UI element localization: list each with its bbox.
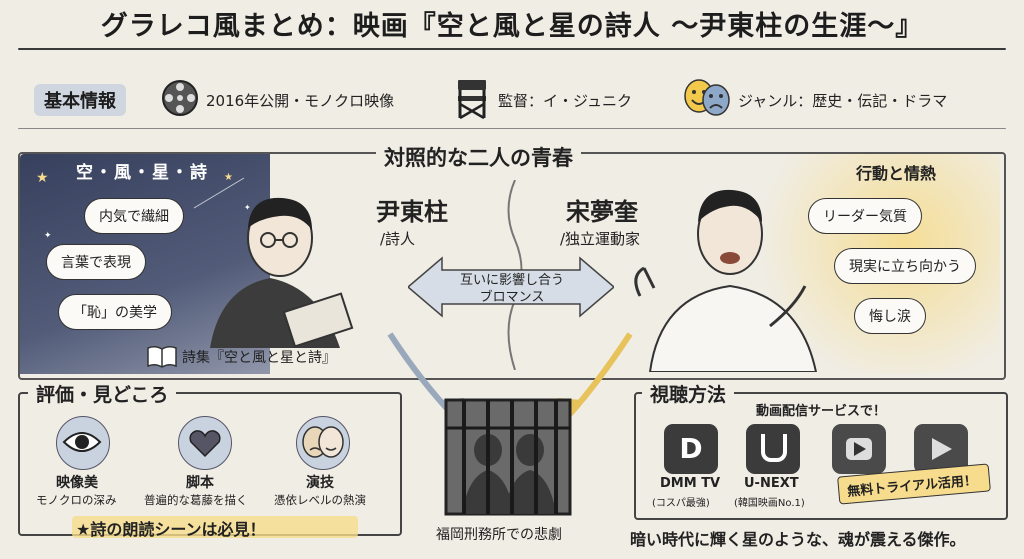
- review-item-2-desc: 普遍的な葛藤を描く: [144, 493, 248, 507]
- director-info: 監督：イ・ジュニク: [498, 92, 632, 110]
- left-bubble-1: 内気で繊細: [84, 198, 184, 234]
- heart-icon: [189, 430, 221, 458]
- review-item-2-title: 脚本: [186, 475, 214, 491]
- director-chair-icon: [458, 80, 486, 120]
- eye-icon: [62, 432, 102, 452]
- u-next-icon[interactable]: [746, 424, 800, 474]
- release-info: 2016年公開・モノクロ映像: [206, 92, 395, 110]
- info-divider: [18, 128, 1006, 129]
- svg-text:★: ★: [224, 172, 233, 183]
- play-icon[interactable]: [832, 424, 886, 474]
- star-icon: ★ ★ ✦ ✦: [36, 170, 251, 241]
- book-icon: [147, 345, 177, 368]
- right-name: 宋夢奎: [566, 198, 638, 226]
- poet-figure: [210, 197, 354, 348]
- viewing-panel: [634, 392, 1008, 520]
- dmm-tv-note: (コスパ最強): [652, 498, 710, 509]
- right-bubble-1: リーダー気質: [808, 198, 922, 234]
- review-item-1-desc: モノクロの深み: [36, 493, 117, 507]
- masks-icon: [302, 426, 344, 458]
- svg-text:★: ★: [36, 170, 49, 186]
- right-bubble-2: 現実に立ち向かう: [834, 248, 976, 284]
- left-role: /詩人: [380, 230, 416, 248]
- left-bubble-2: 言葉で表現: [46, 244, 146, 280]
- theater-masks-icon: [684, 79, 730, 116]
- prison-icon: [444, 398, 572, 516]
- u-next-name: U-NEXT: [744, 476, 799, 491]
- right-corner-label: 行動と情熱: [856, 164, 937, 183]
- title-divider: [18, 48, 1006, 50]
- left-name: 尹東柱: [376, 198, 448, 226]
- viewing-heading: 視聴方法: [642, 380, 735, 407]
- film-reel-icon: [162, 80, 198, 116]
- dmm-tv-name: DMM TV: [660, 476, 721, 491]
- genre-info: ジャンル：歴史・伝記・ドラマ: [738, 92, 948, 110]
- svg-text:✦: ✦: [244, 203, 251, 212]
- book-caption: 詩集『空と風と星と詩』: [182, 350, 336, 366]
- review-footer-highlight: [72, 516, 358, 538]
- review-heading: 評価・見どころ: [28, 380, 177, 407]
- review-item-3-desc: 憑依レベルの熱演: [274, 493, 366, 507]
- right-bubble-3: 悔し涙: [854, 298, 926, 334]
- viewing-subtitle: 動画配信サービスで！: [756, 404, 887, 419]
- review-item-2-bg: [178, 416, 232, 470]
- review-item-1-title: 映像美: [56, 475, 98, 491]
- closing-text: 暗い時代に輝く星のような、魂が震える傑作。: [630, 530, 966, 549]
- left-bubble-3: 「恥」の美学: [58, 294, 172, 330]
- dmm-tv-icon[interactable]: D: [664, 424, 718, 474]
- right-role: /独立運動家: [560, 230, 641, 248]
- basic-info-tag: 基本情報: [34, 84, 126, 116]
- review-item-3-title: 演技: [306, 475, 334, 491]
- u-next-note: (韓国映画No.1): [734, 498, 805, 509]
- prison-caption: 福岡刑務所での悲劇: [436, 527, 562, 543]
- center-heading: 対照的な二人の青春: [376, 142, 581, 172]
- arrow-text: 互いに影響し合う ブロマンス: [459, 273, 564, 305]
- review-footer: ★詩の朗読シーンは必見！: [76, 520, 266, 539]
- page-title: グラレコ風まとめ：映画『空と風と星の詩人 〜尹東柱の生涯〜』: [100, 11, 924, 42]
- double-arrow: [408, 256, 614, 318]
- activist-figure: [634, 189, 818, 372]
- svg-text:✦: ✦: [44, 231, 52, 241]
- left-corner-label: 空・風・星・詩: [76, 163, 209, 183]
